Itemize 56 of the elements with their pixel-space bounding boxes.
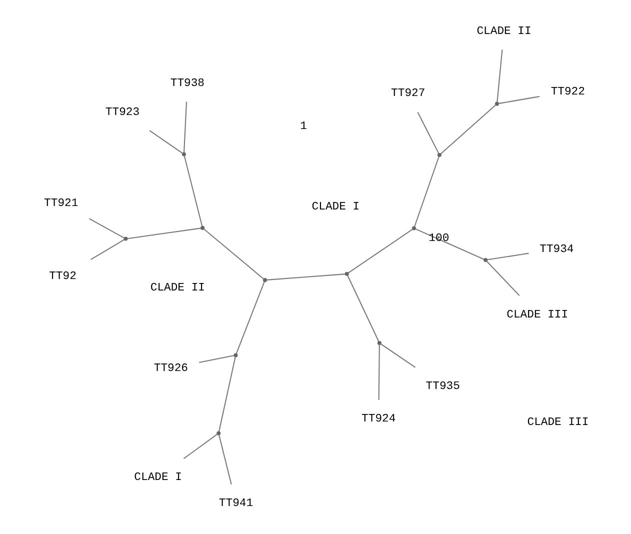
node-text: TT923 <box>105 106 140 119</box>
node-point <box>484 258 488 262</box>
connector <box>204 228 264 280</box>
connector <box>218 356 236 432</box>
node-text: TT934 <box>540 244 574 256</box>
connector <box>414 156 440 227</box>
connector <box>88 218 124 238</box>
label: 1 <box>300 120 307 133</box>
connector <box>183 434 218 459</box>
node-text: TT927 <box>391 88 426 100</box>
node-point <box>262 278 267 282</box>
connector <box>380 344 416 368</box>
connector <box>90 239 124 260</box>
node-point <box>344 272 349 276</box>
node-text: TT938 <box>170 78 205 90</box>
node-point <box>124 236 128 241</box>
node-text: CLADE II <box>476 26 532 38</box>
connector <box>486 261 520 296</box>
connector <box>184 102 188 153</box>
connector <box>184 156 203 227</box>
node-text: CLADE III <box>506 309 568 322</box>
node-point <box>182 152 186 156</box>
connector <box>127 228 202 240</box>
connector <box>440 104 496 154</box>
connector <box>496 50 503 102</box>
edge-label: 100 <box>428 232 450 245</box>
node-text: TT92 <box>49 271 76 284</box>
label: CLADE I <box>312 202 360 214</box>
connector <box>218 434 232 485</box>
label: CLADE II <box>150 282 205 294</box>
node-text: CLADE I <box>134 472 182 484</box>
node-point <box>437 152 442 157</box>
node-point <box>216 431 221 436</box>
label: CLADE III <box>527 417 589 430</box>
connector <box>149 130 183 154</box>
node-text: TT935 <box>426 380 460 393</box>
node-point <box>412 226 416 230</box>
node-text: TT921 <box>44 198 78 210</box>
node-text: TT924 <box>362 414 396 426</box>
connector <box>378 344 380 400</box>
connector <box>236 281 265 354</box>
connector <box>415 228 484 260</box>
connector <box>199 355 234 363</box>
node-text: TT922 <box>550 86 585 98</box>
connector <box>486 252 529 260</box>
connector <box>348 228 413 274</box>
connector <box>498 96 540 104</box>
node-text: TT926 <box>154 362 188 375</box>
node-text: TT941 <box>218 498 254 510</box>
node-point <box>234 353 238 358</box>
connector <box>417 112 440 154</box>
connector <box>266 274 346 280</box>
node-point <box>494 102 499 106</box>
node-point <box>377 341 382 346</box>
node-point <box>200 226 205 230</box>
connector <box>347 275 380 342</box>
